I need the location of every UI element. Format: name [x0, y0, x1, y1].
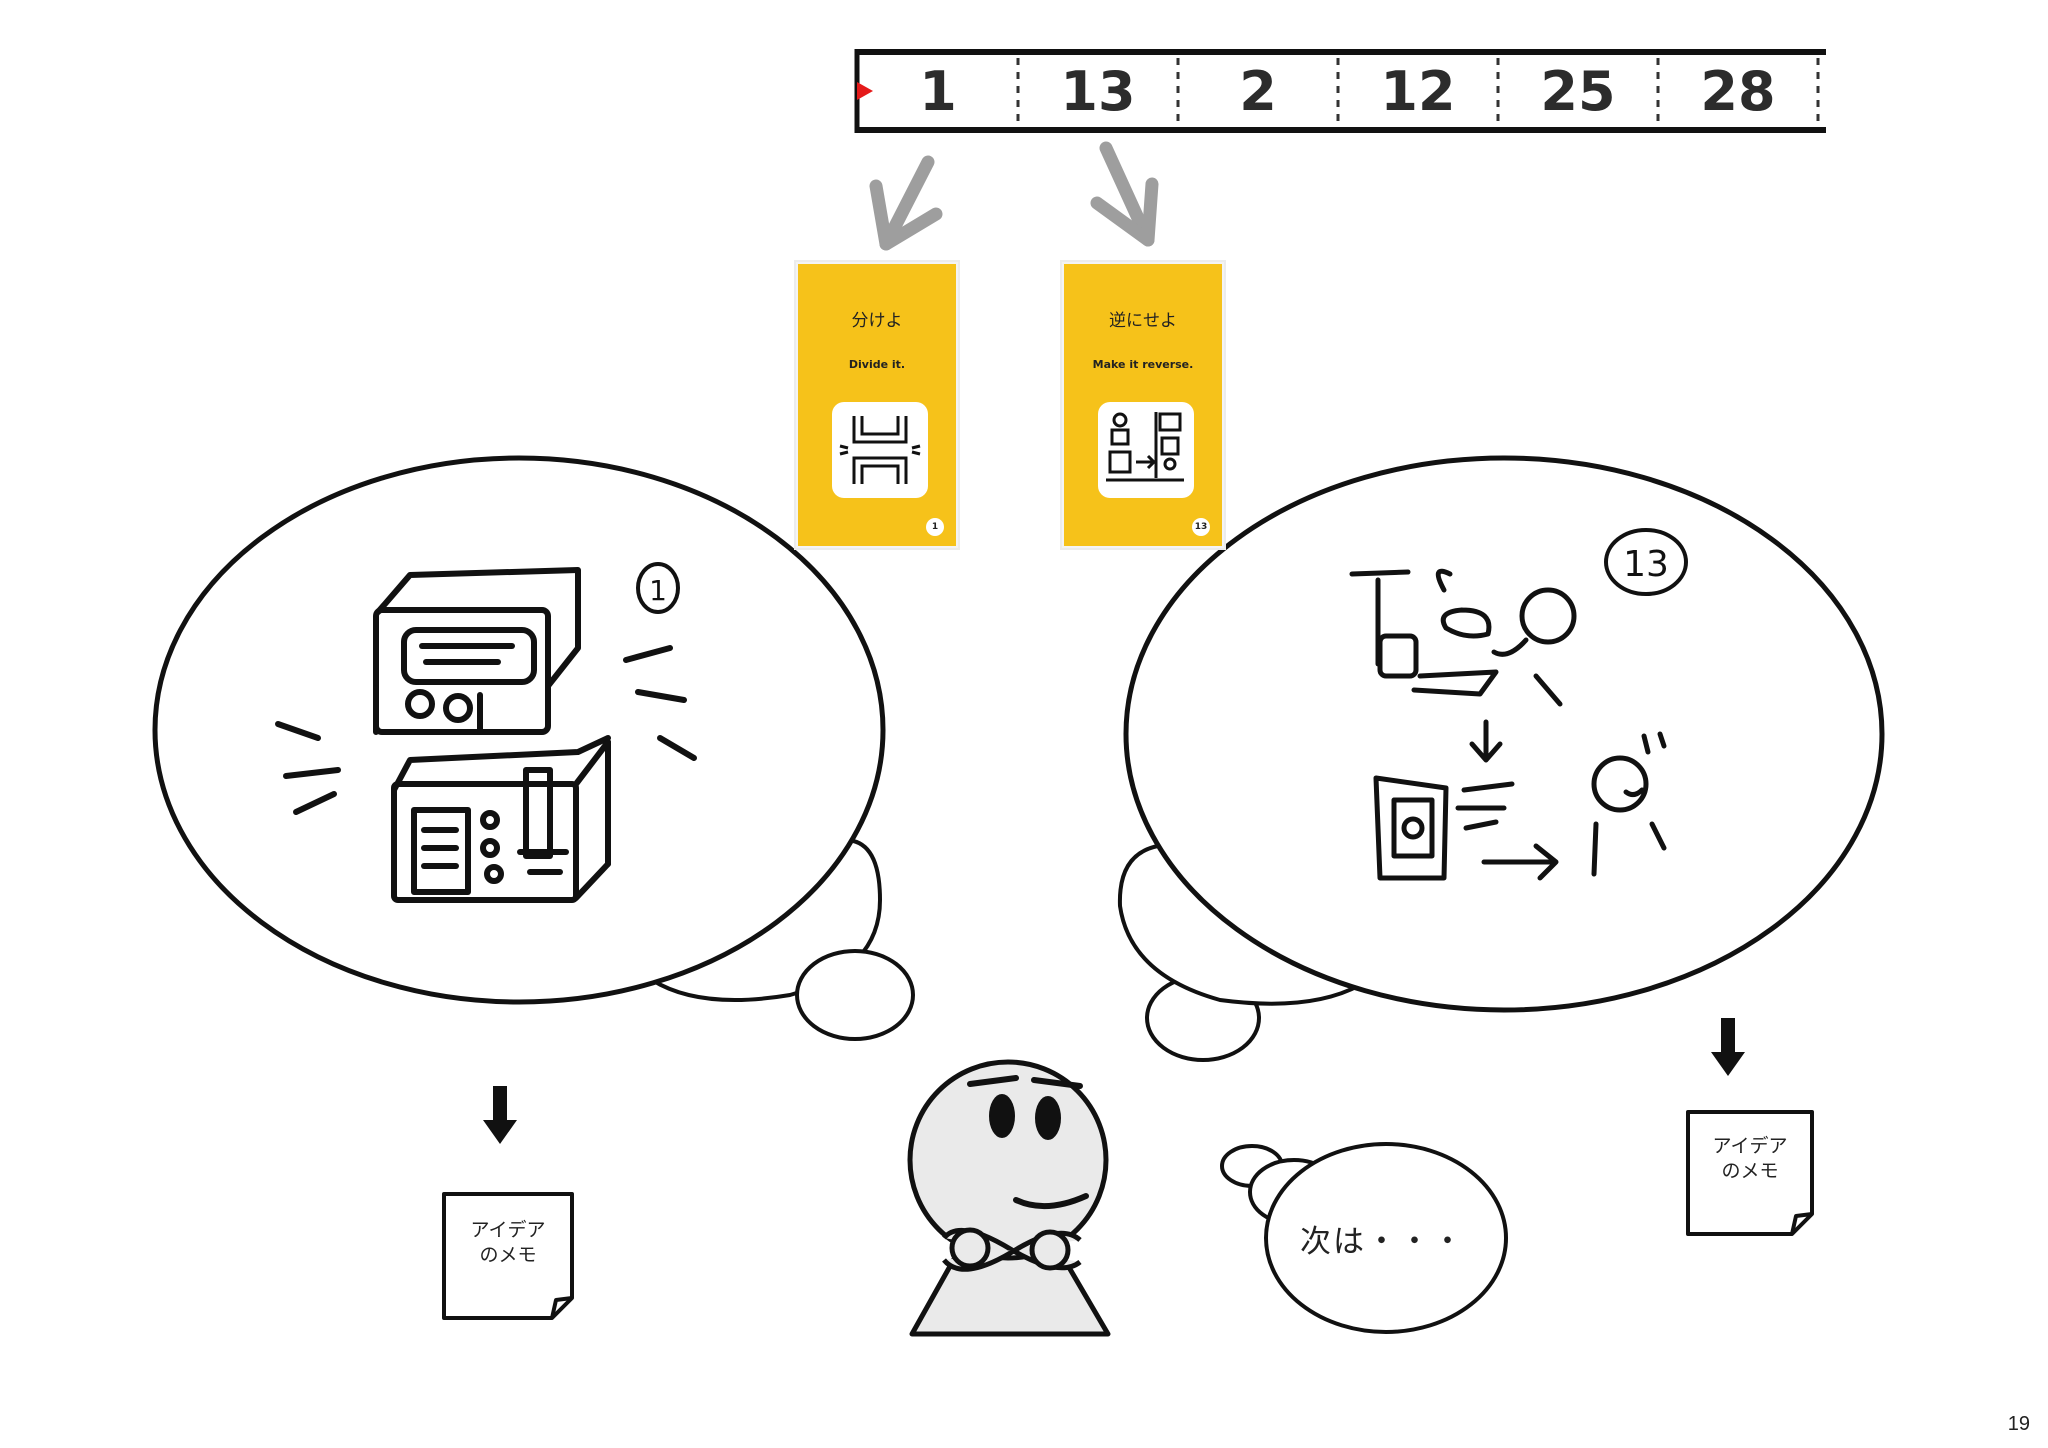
tape-number-2: 13 [1060, 59, 1136, 123]
right-memo-outline [1686, 1110, 1814, 1236]
memo-line-1: アイデア [470, 1219, 546, 1241]
character-left-eye [989, 1094, 1015, 1138]
left-thought-bubble: 1 [152, 455, 915, 1041]
right-bubble-number: 13 [1623, 544, 1669, 585]
tape-pointer-icon [857, 82, 873, 100]
right-bubble-sketch [1349, 568, 1667, 881]
speech-bubble [1220, 1142, 1508, 1334]
speech-text: 次は・・・ [1300, 1224, 1465, 1260]
right-bubble-body [1123, 455, 1885, 1013]
character-right-eye [1035, 1096, 1061, 1140]
memo-note-left: アイデア のメモ [446, 1196, 570, 1320]
card-subtitle: Divide it. [848, 358, 906, 371]
memo-arrows [483, 1018, 1745, 1144]
memo-line-2: のメモ [479, 1244, 537, 1266]
right-thought-bubble: 13 [1117, 455, 1885, 1062]
arrow-to-card-1 [869, 155, 943, 251]
character-head [907, 1059, 1109, 1261]
character-right-fist [1029, 1229, 1071, 1271]
character-left-brow [967, 1075, 1019, 1087]
page-number: 19 [2007, 1413, 2030, 1435]
card-number-badge: 1 [926, 518, 944, 536]
left-memo-outline [442, 1192, 574, 1320]
tape-number-5: 25 [1540, 59, 1616, 123]
right-memo-fold [1790, 1212, 1813, 1235]
memo-note-shapes [442, 1110, 1814, 1320]
memo-note-right: アイデア のメモ [1688, 1112, 1812, 1236]
character-right-brow [1031, 1077, 1083, 1089]
right-bubble-number-badge: 13 [1604, 528, 1688, 596]
down-arrow-right-icon [1711, 1018, 1745, 1076]
left-bubble-puff-tail [795, 949, 915, 1041]
reverse-icon [1098, 402, 1194, 498]
left-bubble-number: 1 [649, 574, 667, 607]
left-bubble-sketch [275, 567, 697, 903]
card-title: 逆にせよ [1109, 311, 1177, 331]
card-arrows [869, 141, 1159, 251]
character-mouth [1013, 1193, 1089, 1210]
card-title: 分けよ [851, 311, 903, 331]
memo-line-2: のメモ [1721, 1160, 1779, 1182]
card-subtitle: Make it reverse. [1092, 358, 1194, 371]
memo-line-1: アイデア [1712, 1135, 1788, 1157]
tape-number-3: 2 [1239, 59, 1277, 123]
idea-card-reverse: 逆にせよ Make it reverse. 13 [1062, 262, 1224, 548]
left-memo-fold [550, 1296, 573, 1319]
arrow-to-card-13 [1090, 141, 1159, 247]
down-arrow-left-icon [483, 1086, 517, 1144]
left-bubble-number-badge: 1 [636, 562, 680, 614]
idea-card-divide: 分けよ Divide it. 1 [796, 262, 958, 548]
number-tape [854, 49, 1826, 133]
character-left-fist [949, 1227, 991, 1269]
thinking-character [907, 1059, 1111, 1337]
card-number-badge: 13 [1192, 518, 1210, 536]
tape-number-6: 28 [1700, 59, 1776, 123]
tape-number-4: 12 [1380, 59, 1456, 123]
tape-dividers [1016, 58, 1820, 124]
speech-bubble-body [1264, 1142, 1508, 1334]
divide-icon [832, 402, 928, 498]
tape-number-1: 1 [919, 59, 957, 123]
